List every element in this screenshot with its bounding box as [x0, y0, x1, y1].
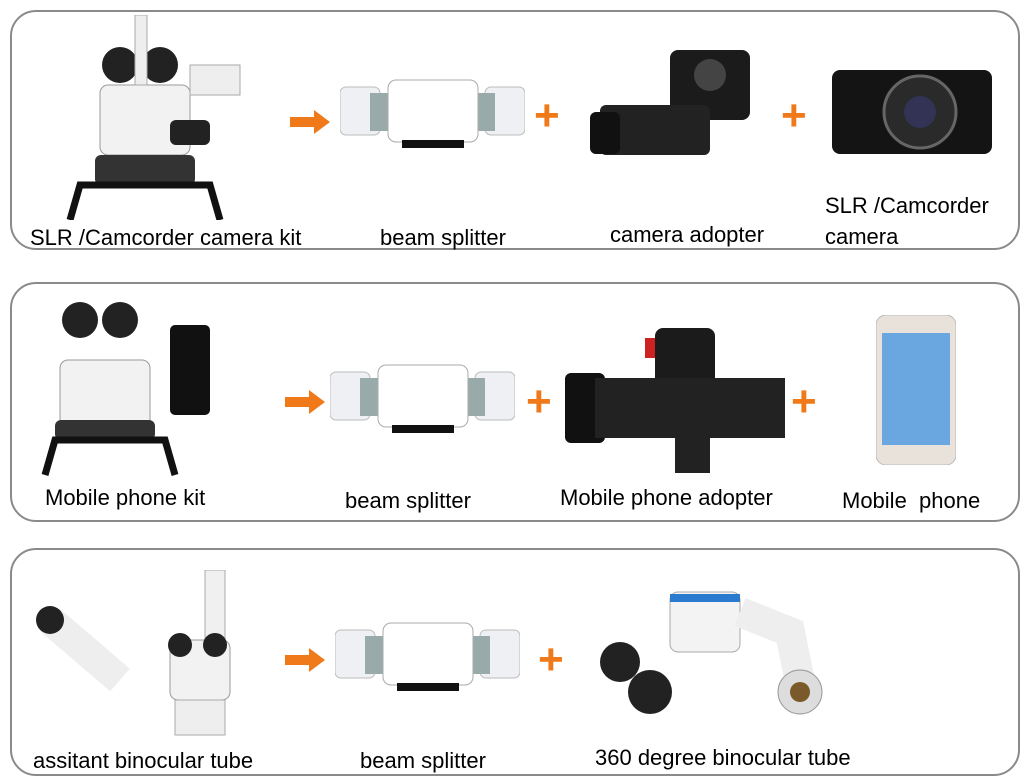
- label-slr-camera-line2: camera: [825, 224, 899, 249]
- label-mobile-phone: Mobile phone: [842, 488, 981, 513]
- microscope-slr-image: [66, 15, 241, 220]
- slr-camera-image: [832, 70, 992, 154]
- plus-icon: +: [534, 91, 560, 140]
- plus-icon: +: [526, 377, 552, 426]
- label-beam-splitter: beam splitter: [345, 488, 471, 513]
- phone-adapter-image: [565, 328, 785, 473]
- panel-mobile-kit: [10, 282, 1020, 522]
- beam-splitter-image: [335, 622, 520, 691]
- plus-icon: +: [781, 91, 807, 140]
- panel-assistant-tube: [10, 548, 1020, 776]
- label-beam-splitter: beam splitter: [380, 225, 506, 250]
- label-assistant-tube: assitant binocular tube: [33, 748, 254, 773]
- arrow-right-icon: [285, 648, 325, 672]
- plus-icon: +: [538, 635, 564, 684]
- microscope-assistant-image: [36, 570, 231, 736]
- beam-splitter-image: [330, 364, 515, 433]
- plus-icon: +: [791, 377, 817, 426]
- arrow-right-icon: [290, 110, 330, 134]
- panel-slr-kit: [10, 10, 1020, 250]
- label-phone-adopter: Mobile phone adopter: [560, 485, 773, 510]
- label-360-tube: 360 degree binocular tube: [595, 745, 851, 770]
- beam-splitter-image: [340, 79, 525, 148]
- label-mobile-kit: Mobile phone kit: [45, 485, 206, 510]
- camera-adapter-image: [590, 50, 750, 155]
- mobile-phone-image: [876, 315, 956, 465]
- label-beam-splitter: beam splitter: [360, 748, 486, 773]
- microscope-phone-image: [41, 302, 210, 476]
- label-camera-adopter: camera adopter: [610, 222, 765, 247]
- label-slr-kit: SLR /Camcorder camera kit: [30, 225, 302, 250]
- arrow-right-icon: [285, 390, 325, 414]
- label-slr-camera-line1: SLR /Camcorder: [825, 193, 989, 218]
- binocular-tube-image: [600, 591, 823, 715]
